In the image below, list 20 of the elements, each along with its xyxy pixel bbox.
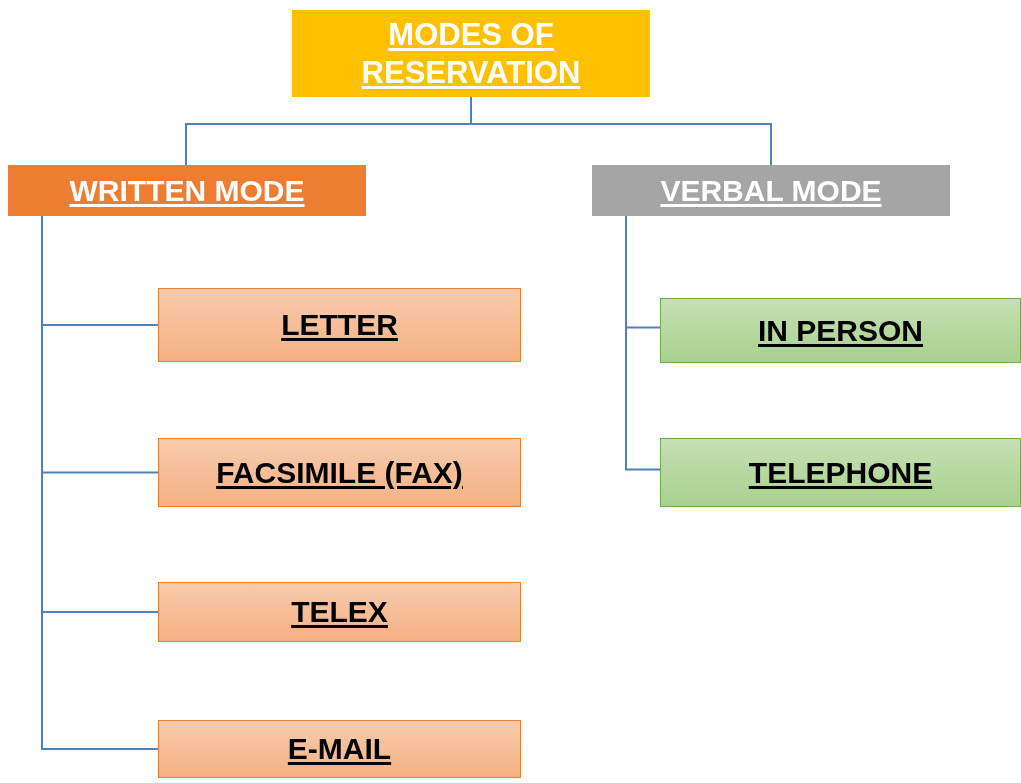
root-box bbox=[292, 10, 650, 97]
item-box bbox=[158, 288, 521, 362]
node-label: MODES OF RESERVATION bbox=[360, 16, 582, 91]
item-box bbox=[158, 582, 521, 642]
category-box bbox=[592, 165, 950, 216]
node-label: IN PERSON bbox=[758, 312, 923, 349]
connector-line bbox=[470, 96, 772, 166]
node-label: FACSIMILE (FAX) bbox=[216, 454, 463, 491]
node-label: LETTER bbox=[281, 307, 398, 343]
category-box bbox=[8, 165, 366, 216]
connector-line bbox=[625, 215, 661, 471]
item-box bbox=[158, 720, 521, 778]
item-box bbox=[660, 298, 1021, 363]
node-label: E-MAIL bbox=[287, 731, 392, 767]
node-label: TELEPHONE bbox=[748, 454, 933, 491]
node-label: WRITTEN MODE bbox=[69, 172, 305, 209]
item-box bbox=[660, 438, 1021, 507]
item-box bbox=[158, 438, 521, 507]
node-label: VERBAL MODE bbox=[660, 172, 882, 209]
node-label: TELEX bbox=[291, 594, 388, 630]
